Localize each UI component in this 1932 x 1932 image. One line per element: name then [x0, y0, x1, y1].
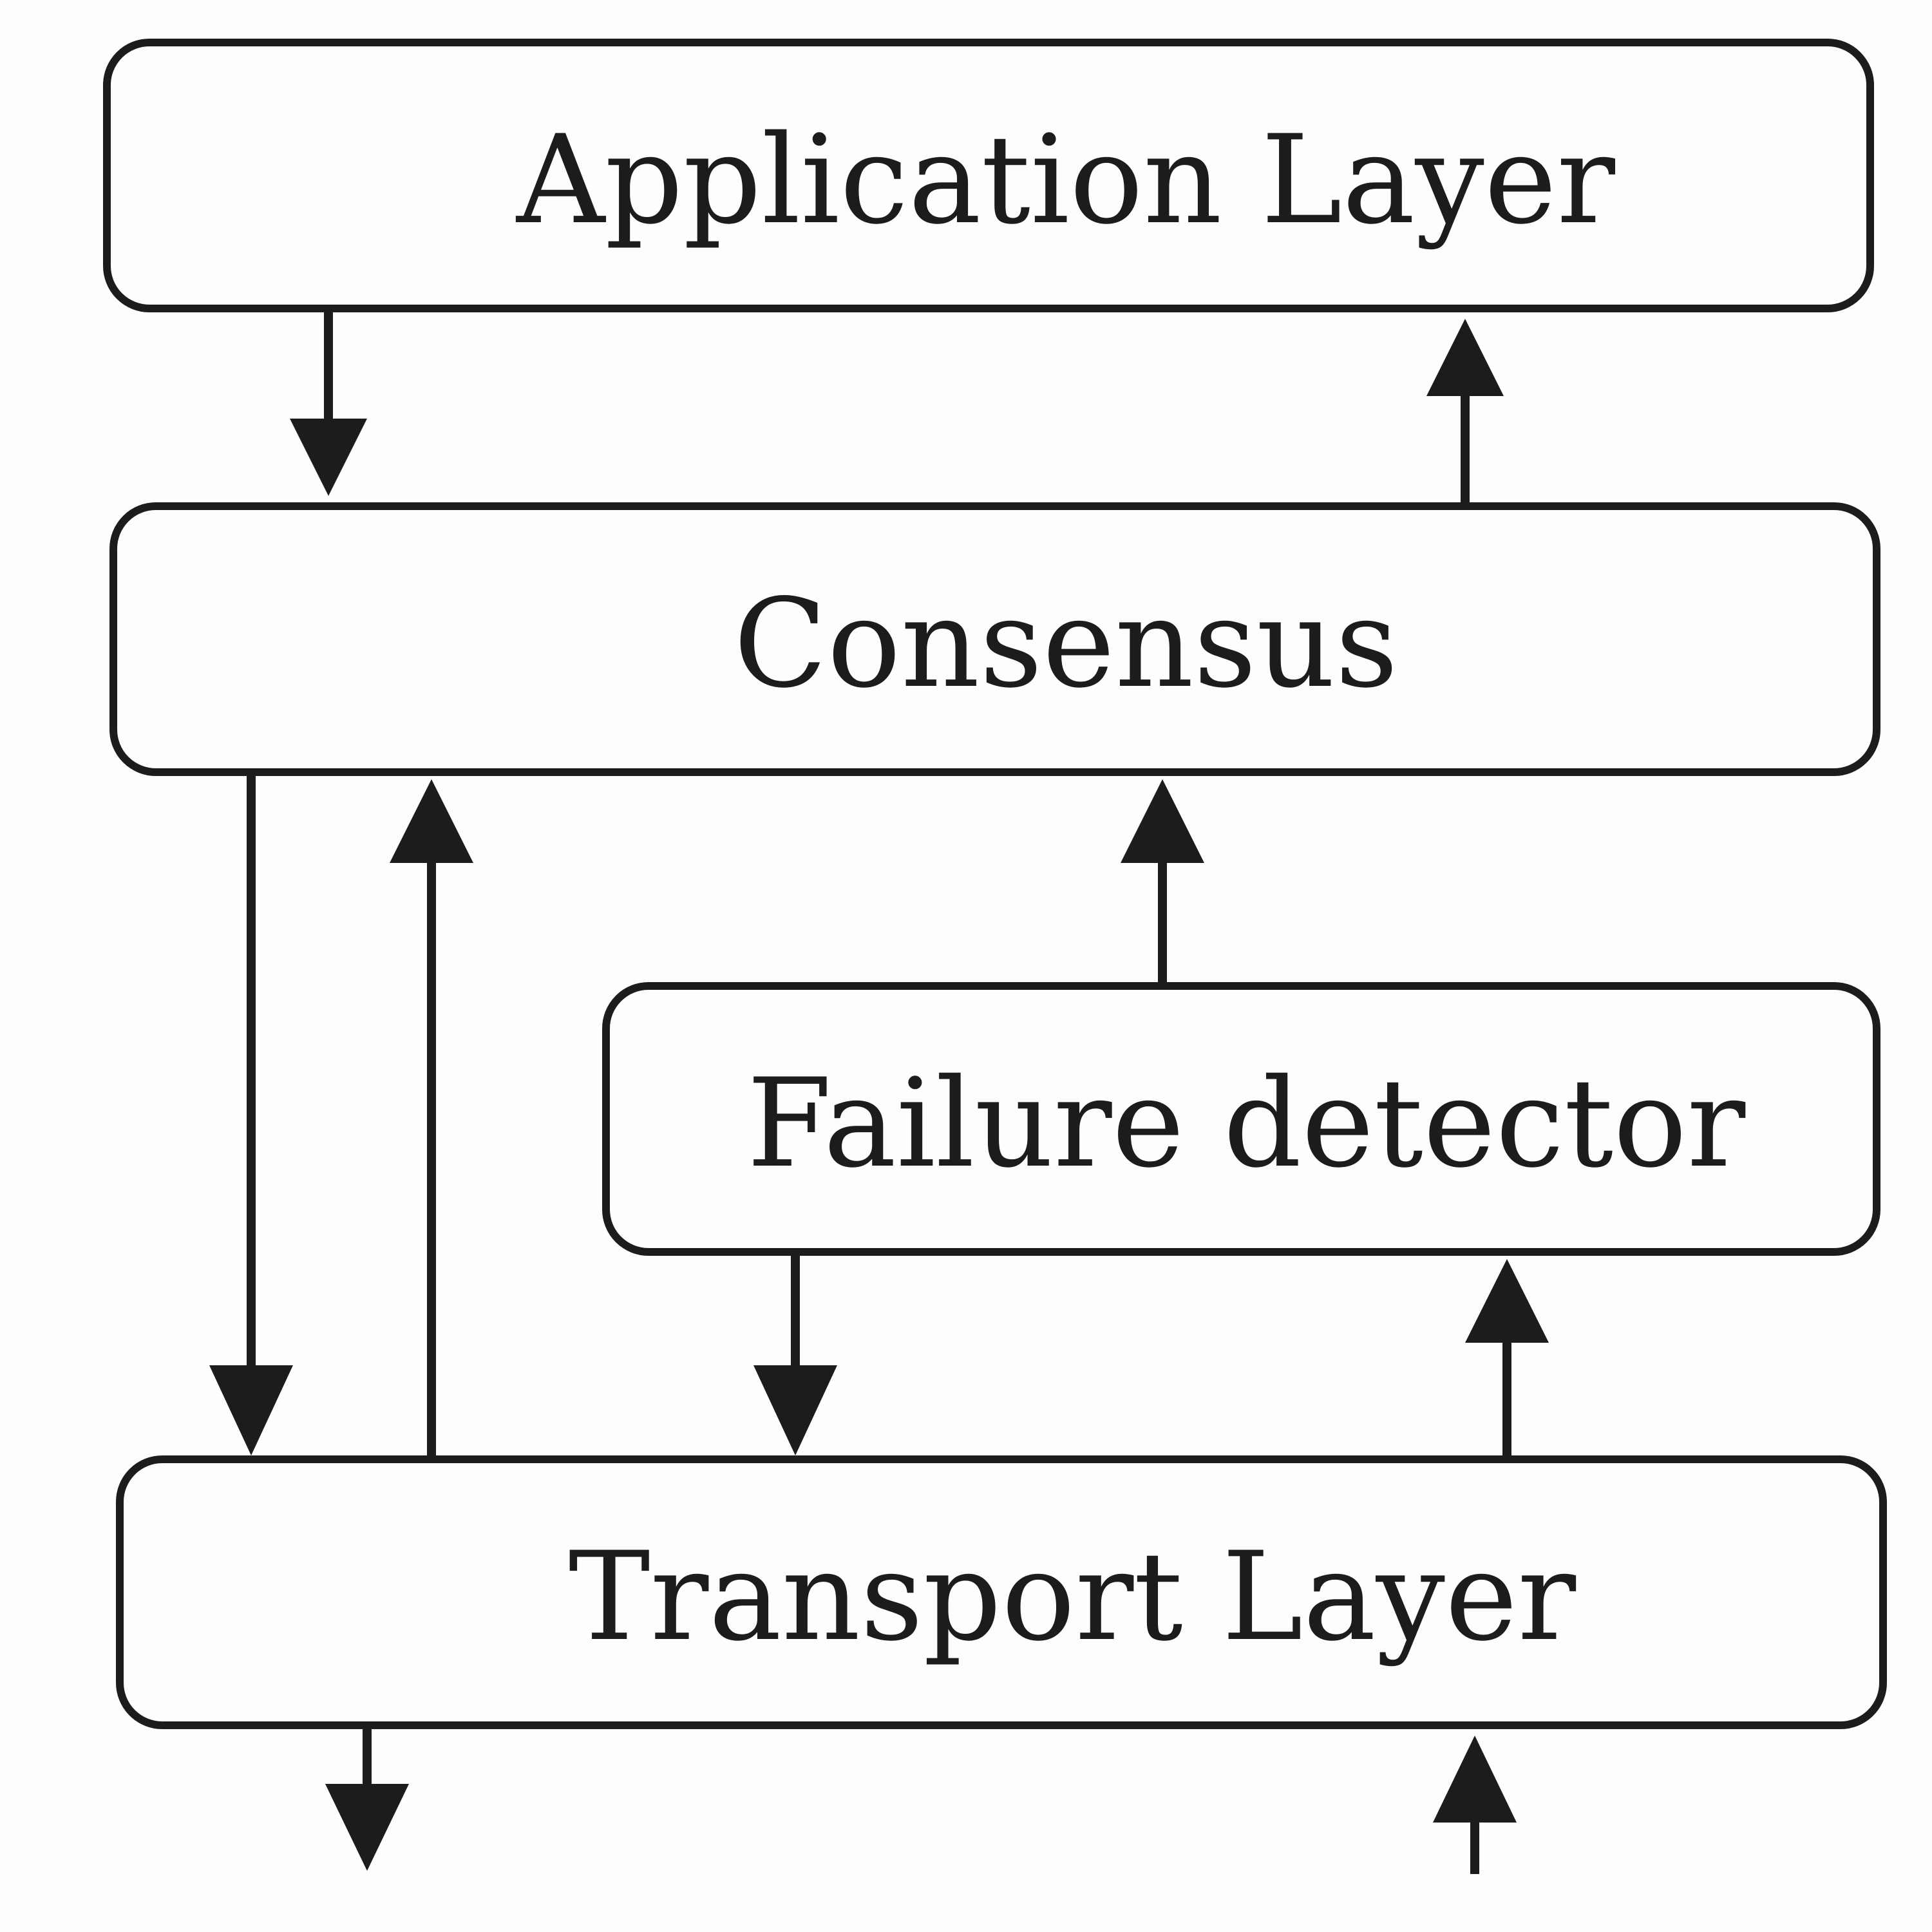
arrow-app-to-consensus-head: [290, 419, 367, 496]
failure-detector-box: [602, 982, 1880, 1256]
arrow-consensus-to-transport-head: [209, 1365, 293, 1455]
failure-detector-label: Failure detector: [746, 1052, 1746, 1195]
application-layer-label: Application Layer: [516, 109, 1616, 251]
arrow-transport-in-head: [1433, 1736, 1517, 1823]
consensus-box: [109, 502, 1880, 776]
arrow-transport-out-head: [325, 1784, 409, 1871]
transport-layer-box: [116, 1455, 1887, 1729]
arrow-transport-to-fd-head: [1465, 1259, 1549, 1343]
arrow-fd-to-transport-head: [753, 1365, 837, 1455]
application-layer-box: [103, 39, 1874, 312]
arrow-consensus-to-app-head: [1426, 319, 1504, 396]
consensus-label: Consensus: [734, 573, 1398, 715]
transport-layer-label: Transport Layer: [568, 1526, 1577, 1668]
arrow-transport-to-consensus-head: [390, 779, 473, 863]
arrow-fd-to-consensus-head: [1121, 779, 1204, 863]
